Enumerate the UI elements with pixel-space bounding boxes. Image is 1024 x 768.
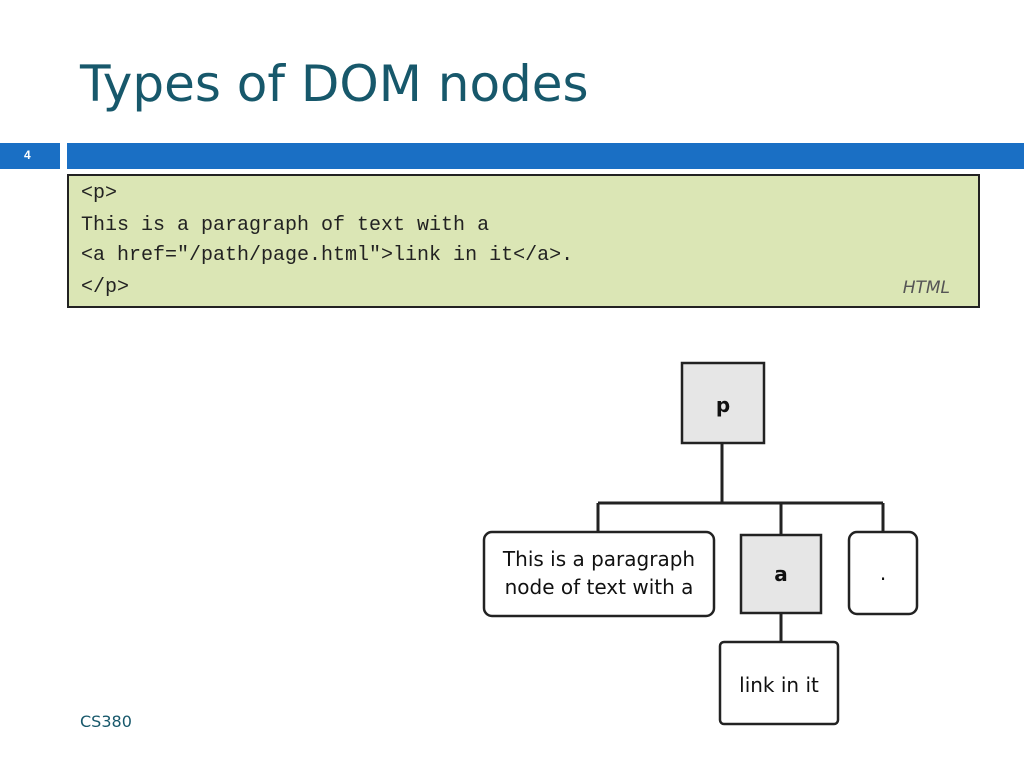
slide-number-box xyxy=(0,143,60,169)
p-node-label: p xyxy=(716,393,730,417)
text-node-line: node of text with a xyxy=(505,575,694,599)
code-line: This is a paragraph of text with a xyxy=(81,214,490,237)
period-node-label: . xyxy=(880,561,886,585)
slide-title: Types of DOM nodes xyxy=(80,55,589,113)
a-node-label: a xyxy=(774,562,788,586)
link-node-label: link in it xyxy=(739,673,819,697)
a-element-node: a xyxy=(739,533,823,615)
period-text-node: . xyxy=(847,530,919,616)
footer-course-label: CS380 xyxy=(80,712,132,731)
link-text-node: link in it xyxy=(718,640,840,726)
code-language-label: HTML xyxy=(902,278,950,298)
tree-connectors xyxy=(596,443,885,642)
p-element-node: p xyxy=(680,361,766,445)
code-line: </p> xyxy=(81,276,130,299)
code-line: <p> xyxy=(81,182,118,205)
code-line: <a href="/path/page.html">link in it</a>… xyxy=(81,244,574,267)
code-example-box: <p> This is a paragraph of text with a <… xyxy=(67,174,980,308)
title-divider-bar xyxy=(67,143,1024,169)
slide-number: 4 xyxy=(24,148,31,162)
text-node-paragraph: This is a paragraph node of text with a xyxy=(482,530,716,618)
text-node-line: This is a paragraph xyxy=(502,547,695,571)
